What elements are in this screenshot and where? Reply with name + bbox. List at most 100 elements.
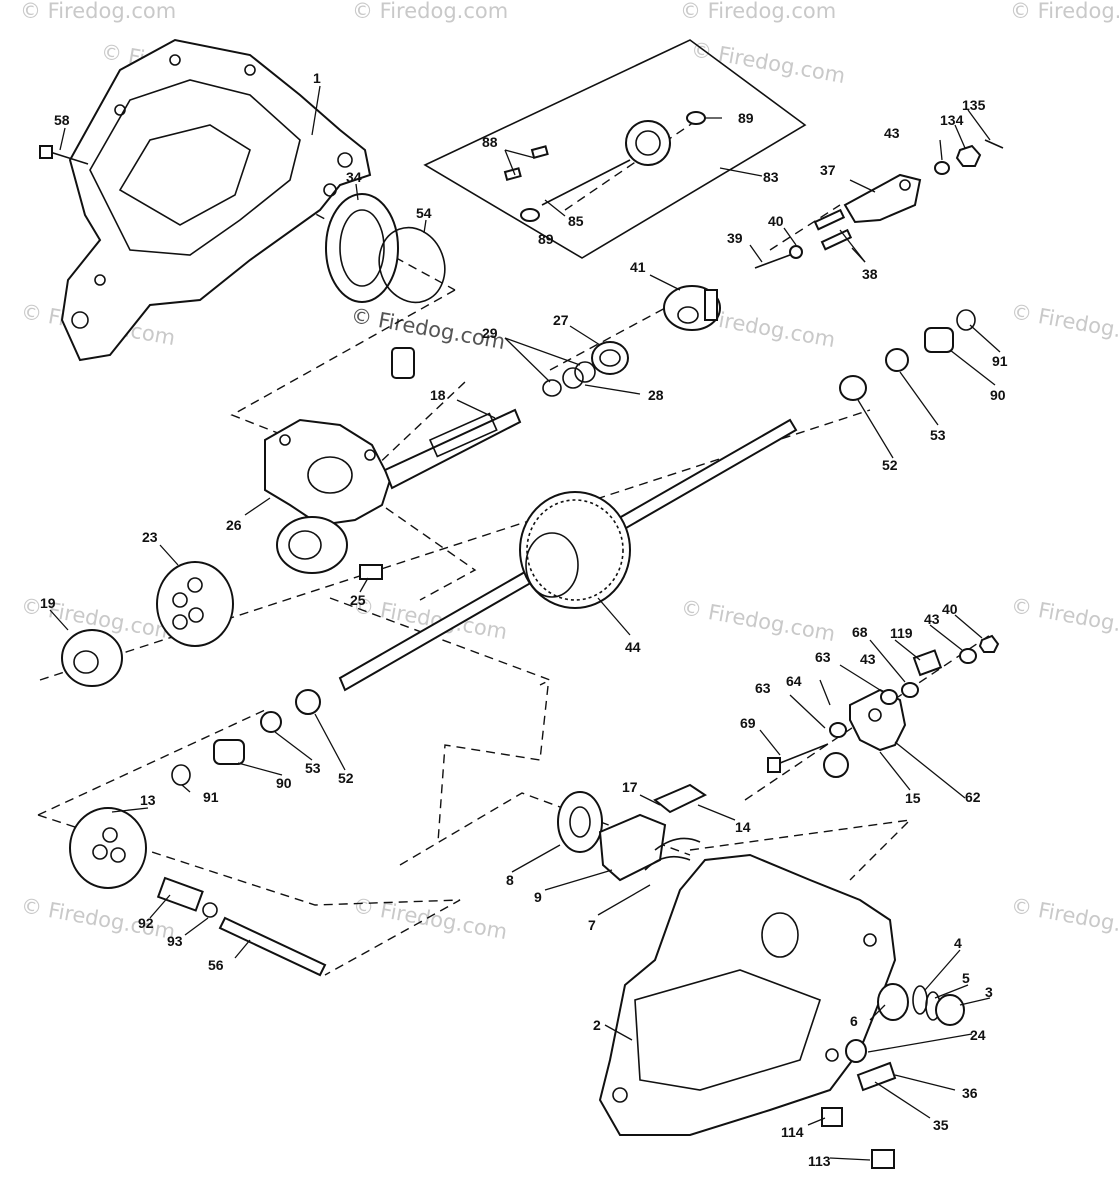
callout-52-upper: 52	[882, 457, 898, 473]
callout-19: 19	[40, 595, 56, 611]
watermark-text: © Firedog.com	[679, 595, 837, 646]
watermark-text: © Firedog.com	[680, 0, 836, 23]
callout-43-right-lower: 43	[860, 651, 876, 667]
o-ring-54	[378, 226, 446, 304]
callout-83: 83	[763, 169, 779, 185]
ring-91-lower	[171, 764, 191, 786]
callout-93: 93	[167, 933, 183, 949]
watermark-text: © Firedog.com	[689, 37, 847, 88]
washer-24	[845, 1039, 867, 1063]
callout-63-right: 63	[815, 649, 831, 665]
watermark-text: © Firedog.com	[1009, 593, 1119, 644]
washer-52-lower	[295, 689, 321, 715]
pin-135	[984, 139, 1004, 149]
gear-kit-box	[423, 39, 807, 259]
callout-25: 25	[350, 592, 366, 608]
callout-28: 28	[648, 387, 664, 403]
callout-43-top: 43	[884, 125, 900, 141]
callout-53-upper: 53	[930, 427, 946, 443]
ring-91-upper	[956, 309, 976, 331]
callout-39: 39	[727, 230, 743, 246]
callout-15: 15	[905, 790, 921, 806]
callout-9: 9	[534, 889, 542, 905]
washer-43-top	[934, 161, 950, 175]
center-section-26	[264, 418, 392, 527]
callout-53-lower: 53	[305, 760, 321, 776]
callout-40-top: 40	[768, 213, 784, 229]
callout-6: 6	[850, 1013, 858, 1029]
watermark-text: © Firedog.com	[20, 0, 176, 23]
callout-38: 38	[862, 266, 878, 282]
washer-53-lower	[260, 711, 282, 733]
bushing-90-upper	[924, 327, 954, 353]
cylinder-block-23	[156, 561, 234, 647]
thrust-plates-7	[644, 837, 701, 871]
upper-housing	[60, 38, 372, 362]
watermark-text: © Firedog.com	[352, 0, 508, 23]
callout-114: 114	[781, 1124, 804, 1140]
fitting-113	[871, 1149, 895, 1169]
callout-44: 44	[625, 639, 641, 655]
callout-92: 92	[138, 915, 154, 931]
callout-68: 68	[852, 624, 868, 640]
callout-labels: 1 2 3 4 5 6 7 8 9 13 14 15 17 18 19 23 2…	[40, 70, 1008, 1169]
cap-3	[935, 994, 965, 1026]
callout-2: 2	[593, 1017, 601, 1033]
washers-43-right	[901, 648, 977, 698]
callout-69: 69	[740, 715, 756, 731]
callout-7: 7	[588, 917, 596, 933]
washer-52-upper	[839, 375, 867, 401]
differential-gear-44	[519, 491, 631, 609]
motor-shaft-56	[218, 916, 327, 977]
seal-34	[325, 193, 399, 303]
motor-plate	[276, 516, 348, 574]
dowel-pin	[391, 347, 415, 379]
callout-27: 27	[553, 312, 569, 328]
bolt-58	[39, 145, 89, 165]
watermark-text: © Firedog.com	[1009, 893, 1119, 944]
lower-housing	[598, 853, 897, 1136]
bearing-27	[591, 341, 629, 375]
screw-39	[754, 245, 803, 269]
callout-13: 13	[140, 792, 156, 808]
nut-134	[955, 144, 982, 167]
rings-28-29	[542, 361, 596, 397]
callout-3: 3	[985, 984, 993, 1000]
callout-29: 29	[482, 325, 498, 341]
callout-135: 135	[962, 97, 986, 113]
callout-17: 17	[622, 779, 638, 795]
callout-58: 58	[54, 112, 70, 128]
callout-1: 1	[313, 70, 321, 86]
callout-62: 62	[965, 789, 981, 805]
nut-40-right	[978, 634, 1000, 653]
bracket-37	[843, 173, 922, 224]
plate-35-36	[856, 1061, 897, 1092]
spring-92	[156, 876, 204, 912]
control-lever-14	[653, 783, 708, 814]
bearing-8	[557, 791, 603, 853]
fitting-25	[359, 564, 383, 580]
callout-64: 64	[786, 673, 802, 689]
callout-85: 85	[568, 213, 584, 229]
callout-56: 56	[208, 957, 224, 973]
callout-14: 14	[735, 819, 751, 835]
fitting-114	[821, 1107, 843, 1127]
callout-89-top: 89	[738, 110, 754, 126]
callout-37: 37	[820, 162, 836, 178]
callout-52-lower: 52	[338, 770, 354, 786]
callout-119: 119	[890, 625, 913, 641]
callout-24: 24	[970, 1027, 986, 1043]
callout-8: 8	[506, 872, 514, 888]
input-shaft-18	[383, 408, 522, 490]
callout-134: 134	[940, 112, 964, 128]
callout-63-left: 63	[755, 680, 771, 696]
callout-113: 113	[808, 1153, 831, 1169]
callout-91-upper: 91	[992, 353, 1008, 369]
leader-lines	[49, 85, 1001, 1161]
callout-35: 35	[933, 1117, 949, 1133]
callout-5: 5	[962, 970, 970, 986]
watermark-text: © Firedog.com	[1010, 0, 1119, 23]
callout-36: 36	[962, 1085, 978, 1101]
bushing-90-lower	[213, 739, 245, 765]
callout-4: 4	[954, 935, 962, 951]
